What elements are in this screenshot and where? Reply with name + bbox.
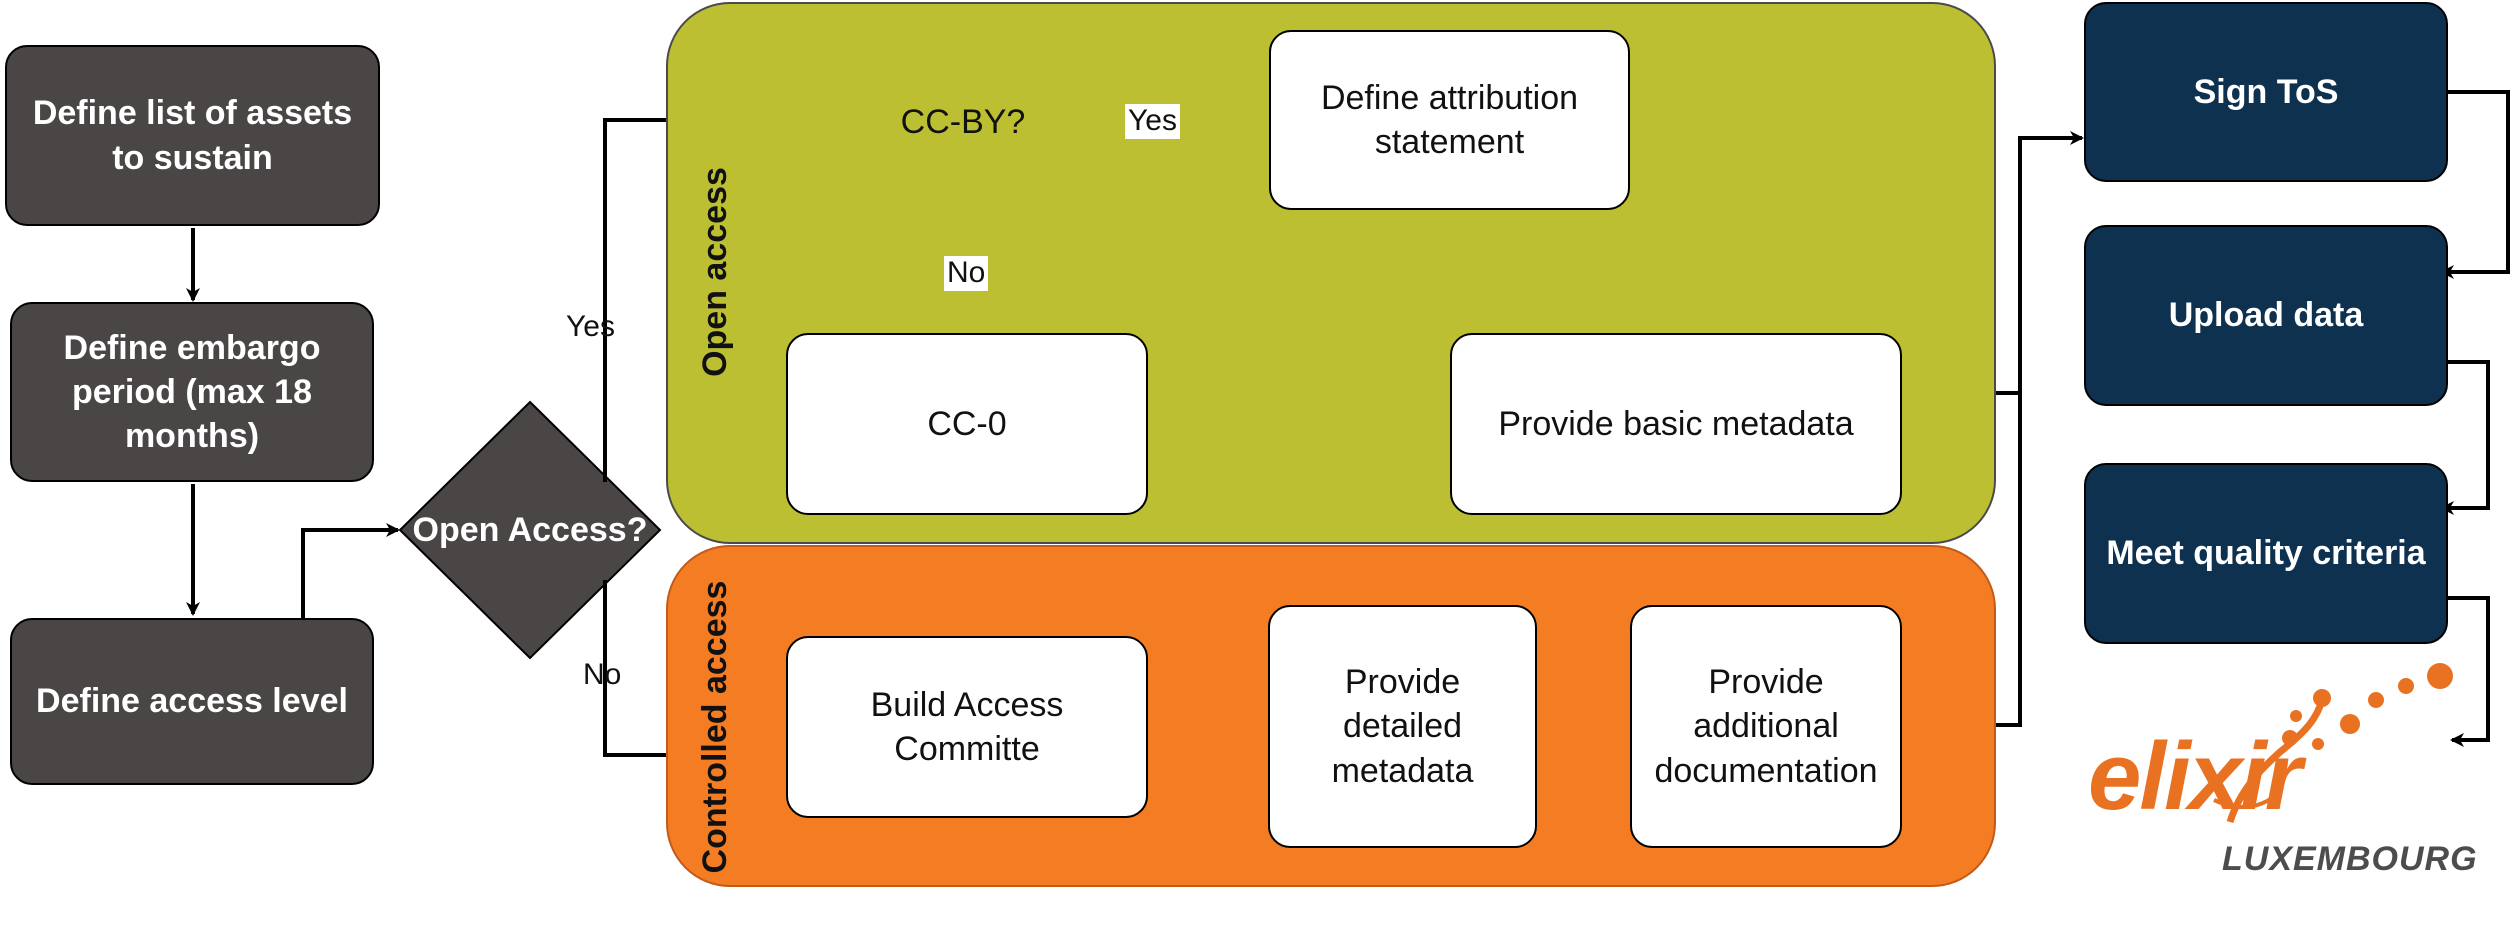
open-yes-label: Yes: [566, 310, 615, 343]
define-assets-box: Define list of assets to sustain: [5, 45, 380, 226]
sign-tos-box: Sign ToS: [2084, 2, 2448, 182]
ccby-yes-label: Yes: [1125, 104, 1180, 139]
cc-by-decision-label: CC-BY?: [900, 102, 1026, 141]
build-committee-box: Build Access Committe: [786, 636, 1148, 818]
open-access-decision-label: Open Access?: [412, 510, 648, 549]
edge-sign-tos-to-upload: [2440, 90, 2510, 279]
detailed-metadata-box: Provide detailed metadata: [1268, 605, 1537, 848]
open-access-region-label: Open access: [695, 167, 734, 377]
define-access-level-box: Define access level: [10, 618, 374, 785]
elixir-logo-luxembourg: LUXEMBOURG: [2222, 840, 2478, 878]
elixir-logo-wordmark: elixir: [2088, 723, 2302, 830]
elixir-helix-graphic: [2213, 663, 2453, 824]
open-access-diamond: [398, 400, 662, 660]
edge-access-level-to-decision: [301, 523, 400, 618]
additional-documentation-box: Provide additional documentation: [1630, 605, 1902, 848]
define-embargo-box: Define embargo period (max 18 months): [10, 302, 374, 482]
define-attribution-box: Define attribution statement: [1269, 30, 1630, 210]
open-no-label: No: [583, 658, 622, 691]
cc0-box: CC-0: [786, 333, 1148, 515]
edge-quality-to-end: [2448, 596, 2490, 747]
upload-data-box: Upload data: [2084, 225, 2448, 406]
quality-criteria-box: Meet quality criteria: [2084, 463, 2448, 644]
controlled-access-region-label: Controlled access: [695, 580, 734, 874]
ccby-no-label: No: [944, 256, 989, 291]
edge-upload-to-quality: [2440, 360, 2490, 515]
basic-metadata-box: Provide basic metadata: [1450, 333, 1902, 515]
